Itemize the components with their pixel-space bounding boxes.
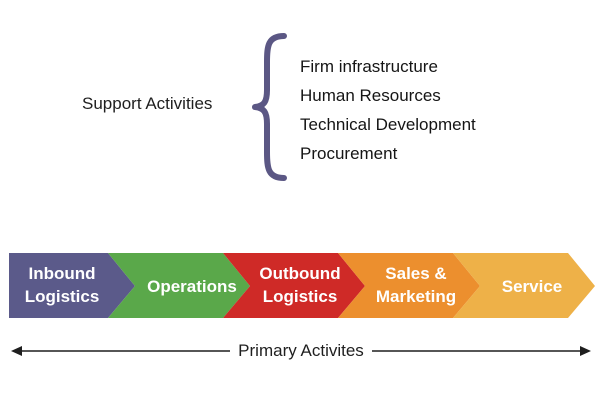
support-item-procurement: Procurement: [300, 144, 398, 163]
stage-shape-operations: [108, 253, 250, 318]
stage-label-sales-line-2: Marketing: [376, 287, 456, 306]
stage-label-outbound-line-1: Outbound: [259, 264, 340, 283]
arrowhead-right-icon: [580, 346, 591, 356]
primary-activities-label: Primary Activites: [0, 340, 602, 362]
arrowhead-left-icon: [11, 346, 22, 356]
curly-brace: [252, 33, 287, 181]
primary-activities-label-text: Primary Activites: [230, 341, 372, 360]
stage-shape-sales-marketing: [338, 253, 480, 318]
stage-outbound-logistics: Outbound Logistics: [223, 253, 365, 318]
stage-operations: Operations: [108, 253, 250, 318]
support-item-firm-infrastructure: Firm infrastructure: [300, 57, 438, 76]
stage-inbound-logistics: Inbound Logistics: [9, 253, 135, 318]
support-activities-label: Support Activities: [82, 94, 213, 113]
stage-label-outbound-line-2: Logistics: [263, 287, 338, 306]
stage-label-inbound-line-1: Inbound: [28, 264, 95, 283]
stage-label-sales-line-1: Sales &: [385, 264, 446, 283]
stage-label-inbound-line-2: Logistics: [25, 287, 100, 306]
support-activities-list: Firm infrastructure Human Resources Tech…: [300, 52, 476, 168]
stage-label-operations: Operations: [147, 277, 237, 296]
support-item-human-resources: Human Resources: [300, 86, 441, 105]
stage-shape-service: [453, 253, 595, 318]
stage-shape-inbound-logistics: [9, 253, 135, 318]
support-item-technical-development: Technical Development: [300, 115, 476, 134]
stage-shape-outbound-logistics: [223, 253, 365, 318]
stage-service: Service: [453, 253, 595, 318]
stage-label-service: Service: [502, 277, 563, 296]
stage-sales-marketing: Sales & Marketing: [338, 253, 480, 318]
